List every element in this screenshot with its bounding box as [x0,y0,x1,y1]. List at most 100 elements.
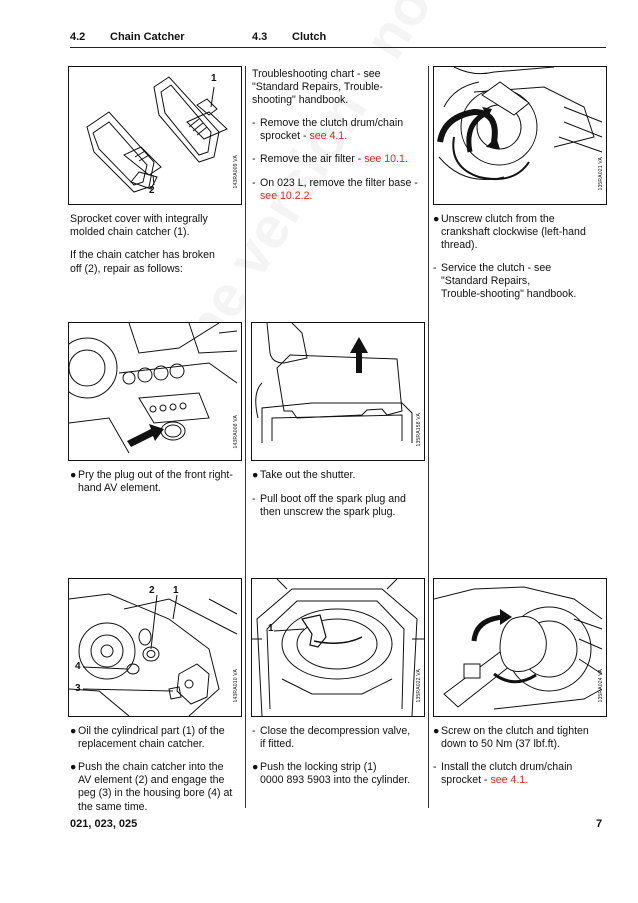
list-item: ● Take out the shutter. [252,469,424,482]
figure-code: 143RA008 VA [233,415,239,449]
figure-code: 135RA022 VA [416,669,422,703]
cross-reference-link[interactable]: see 10.2.2. [260,190,313,203]
dash-bullet: - [252,117,256,129]
dot-bullet: ● [252,469,259,481]
figure-shutter: 135RA158 VA [251,322,425,461]
list-item: ● Pry the plug out of the front right-ha… [70,469,242,495]
callout-2: 2 [149,185,155,196]
section-number: 4.2 [70,31,86,43]
dash-bullet: - [252,177,256,189]
text-line: off (2), repair as follows: [70,262,183,275]
text-line: Pry the plug out of the front right- [78,469,233,481]
text-line: sprocket - [441,774,491,787]
list-item: - Remove the air filter - see 10.1. [252,153,424,166]
text-line: Push the chain catcher into the [78,761,224,773]
figure-install-chain-catcher: 2 1 4 3 143RA010 VA [68,578,242,717]
text-line: crankshaft clockwise (left-hand [441,226,586,239]
dot-bullet: ● [433,725,440,737]
dash-bullet: - [433,262,437,274]
intro-text: Troubleshooting chart - see "Standard Re… [252,68,424,108]
figure-locking-strip: 1 135RA022 VA [251,578,425,717]
callout-1: 1 [268,623,274,634]
figure-code: 143RA009 VA [233,155,239,189]
dot-bullet: ● [252,761,259,773]
figure-unscrew-clutch: 135RA021 VA [433,66,607,205]
figure-av-element-plug: 143RA008 VA [68,322,242,461]
text-line: Oil the cylindrical part (1) of the [78,725,225,737]
text-line: shooting" handbook. [252,94,349,107]
text-line: Screw on the clutch and tighten [441,725,589,737]
section-header-4-2: 4.2 Chain Catcher [70,31,185,43]
text-line: Remove the air filter - [260,153,365,165]
list-item: - On 023 L, remove the filter base -see … [252,177,424,203]
text-line: On 023 L, remove the filter base - [260,177,418,189]
text-line: hand AV element. [78,482,161,495]
footer-models: 021, 023, 025 [70,818,138,830]
callout-4: 4 [75,661,81,672]
dot-bullet: ● [70,469,77,481]
callout-1: 1 [211,73,217,84]
text-line: "Standard Repairs, Trouble- [252,81,383,94]
text-line: If the chain catcher has broken [70,249,215,262]
text-line: 0000 893 5903 into the cylinder. [260,774,411,787]
figure-code: 143RA010 VA [233,669,239,703]
figure-code: 135RA158 VA [416,413,422,447]
dash-bullet: - [252,153,256,165]
figure-screw-on-clutch: 135RA024 VA [433,578,607,717]
text-line: peg (3) in the housing bore (4) at [78,787,233,800]
text-line: Close the decompression valve, [260,725,411,737]
text-line: AV element (2) and engage the [78,774,225,787]
dot-bullet: ● [70,725,77,737]
callout-1: 1 [173,585,179,596]
dash-bullet: - [252,725,256,737]
section-number: 4.3 [252,31,268,43]
section-header-4-3: 4.3 Clutch [252,31,326,43]
text-line: down to 50 Nm (37 lbf.ft). [441,738,560,751]
figure-code: 135RA021 VA [598,157,604,191]
text-line: "Standard Repairs, [441,275,531,288]
dot-bullet: ● [70,761,77,773]
text-line: Troubleshooting chart - see [252,68,381,80]
text-line: then unscrew the spark plug. [260,506,396,519]
cross-reference-link[interactable]: see 4.1. [309,130,348,143]
cross-reference-link[interactable]: see 10.1. [364,153,408,165]
text-line: sprocket - [260,130,310,143]
text-line: thread). [441,239,478,252]
callout-3: 3 [75,683,81,694]
column-divider [428,66,429,808]
cross-reference-link[interactable]: see 4.1. [490,774,529,787]
text-line: Sprocket cover with integrally [70,213,208,225]
list-item: ● Push the locking strip (1)0000 893 590… [252,761,424,787]
callout-2: 2 [149,585,155,596]
text-line: Pull boot off the spark plug and [260,493,406,505]
text-line: if fitted. [260,738,295,751]
dash-bullet: - [252,493,256,505]
column-divider [245,66,246,808]
description-text: Sprocket cover with integrally molded ch… [70,213,242,276]
figure-code: 135RA024 VA [598,669,604,703]
text-line: molded chain catcher (1). [70,226,190,239]
text-line: Remove the clutch drum/chain [260,117,404,129]
section-title: Clutch [292,31,327,43]
page-number: 7 [596,818,603,830]
text-line: the same time. [78,800,148,813]
text-line: Take out the shutter. [260,469,356,481]
list-item: - Close the decompression valve,if fitte… [252,725,424,751]
text-line: replacement chain catcher. [78,738,205,751]
figure-sprocket-cover: 1 2 143RA009 VA [68,66,242,205]
dot-bullet: ● [433,213,440,225]
text-line: Install the clutch drum/chain [441,761,573,773]
text-line: Unscrew clutch from the [441,213,555,225]
section-title: Chain Catcher [110,31,185,43]
text-line: Service the clutch - see [441,262,552,274]
list-item: - Service the clutch - see"Standard Repa… [433,262,605,302]
dash-bullet: - [433,761,437,773]
text-line: Push the locking strip (1) [260,761,377,773]
